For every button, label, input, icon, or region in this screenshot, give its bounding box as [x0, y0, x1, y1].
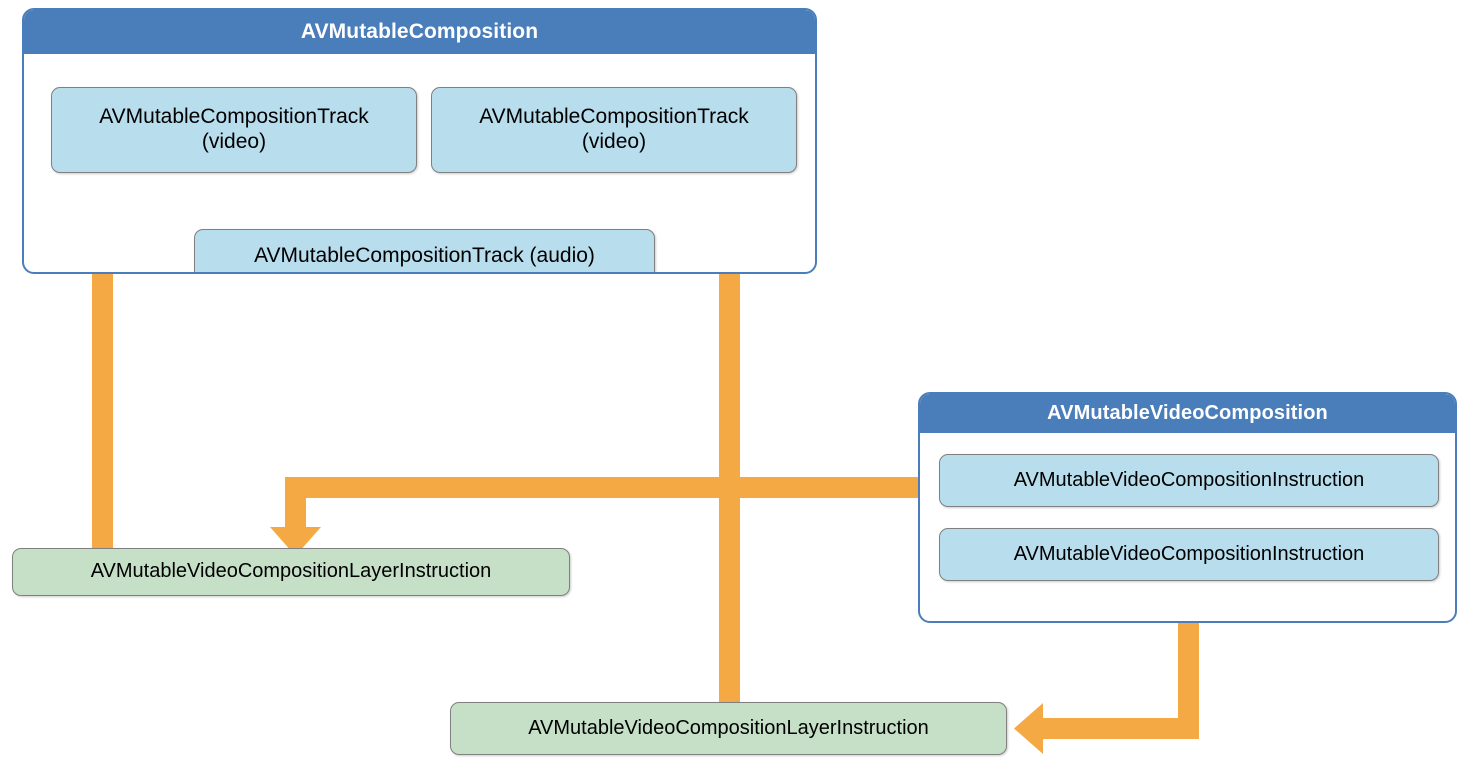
group-composition-body: AVMutableCompositionTrack (video) AVMuta…	[24, 54, 815, 272]
node-layer-instruction-2[interactable]: AVMutableVideoCompositionLayerInstructio…	[450, 702, 1007, 755]
node-video-track-1[interactable]: AVMutableCompositionTrack (video)	[51, 87, 417, 173]
group-composition: AVMutableComposition AVMutableCompositio…	[22, 8, 817, 274]
group-video-composition: AVMutableVideoComposition AVMutableVideo…	[918, 392, 1457, 623]
group-composition-header: AVMutableComposition	[24, 10, 815, 54]
group-video-composition-body: AVMutableVideoCompositionInstruction AVM…	[920, 433, 1455, 621]
node-layer-instruction-1[interactable]: AVMutableVideoCompositionLayerInstructio…	[12, 548, 570, 596]
node-instruction-2[interactable]: AVMutableVideoCompositionInstruction	[939, 528, 1439, 581]
group-video-composition-header: AVMutableVideoComposition	[920, 394, 1455, 433]
node-audio-track[interactable]: AVMutableCompositionTrack (audio)	[194, 229, 655, 272]
node-instruction-1[interactable]: AVMutableVideoCompositionInstruction	[939, 454, 1439, 507]
node-video-track-2[interactable]: AVMutableCompositionTrack (video)	[431, 87, 797, 173]
arrow-instruction-1-to-layer-instruction-1	[270, 477, 940, 556]
